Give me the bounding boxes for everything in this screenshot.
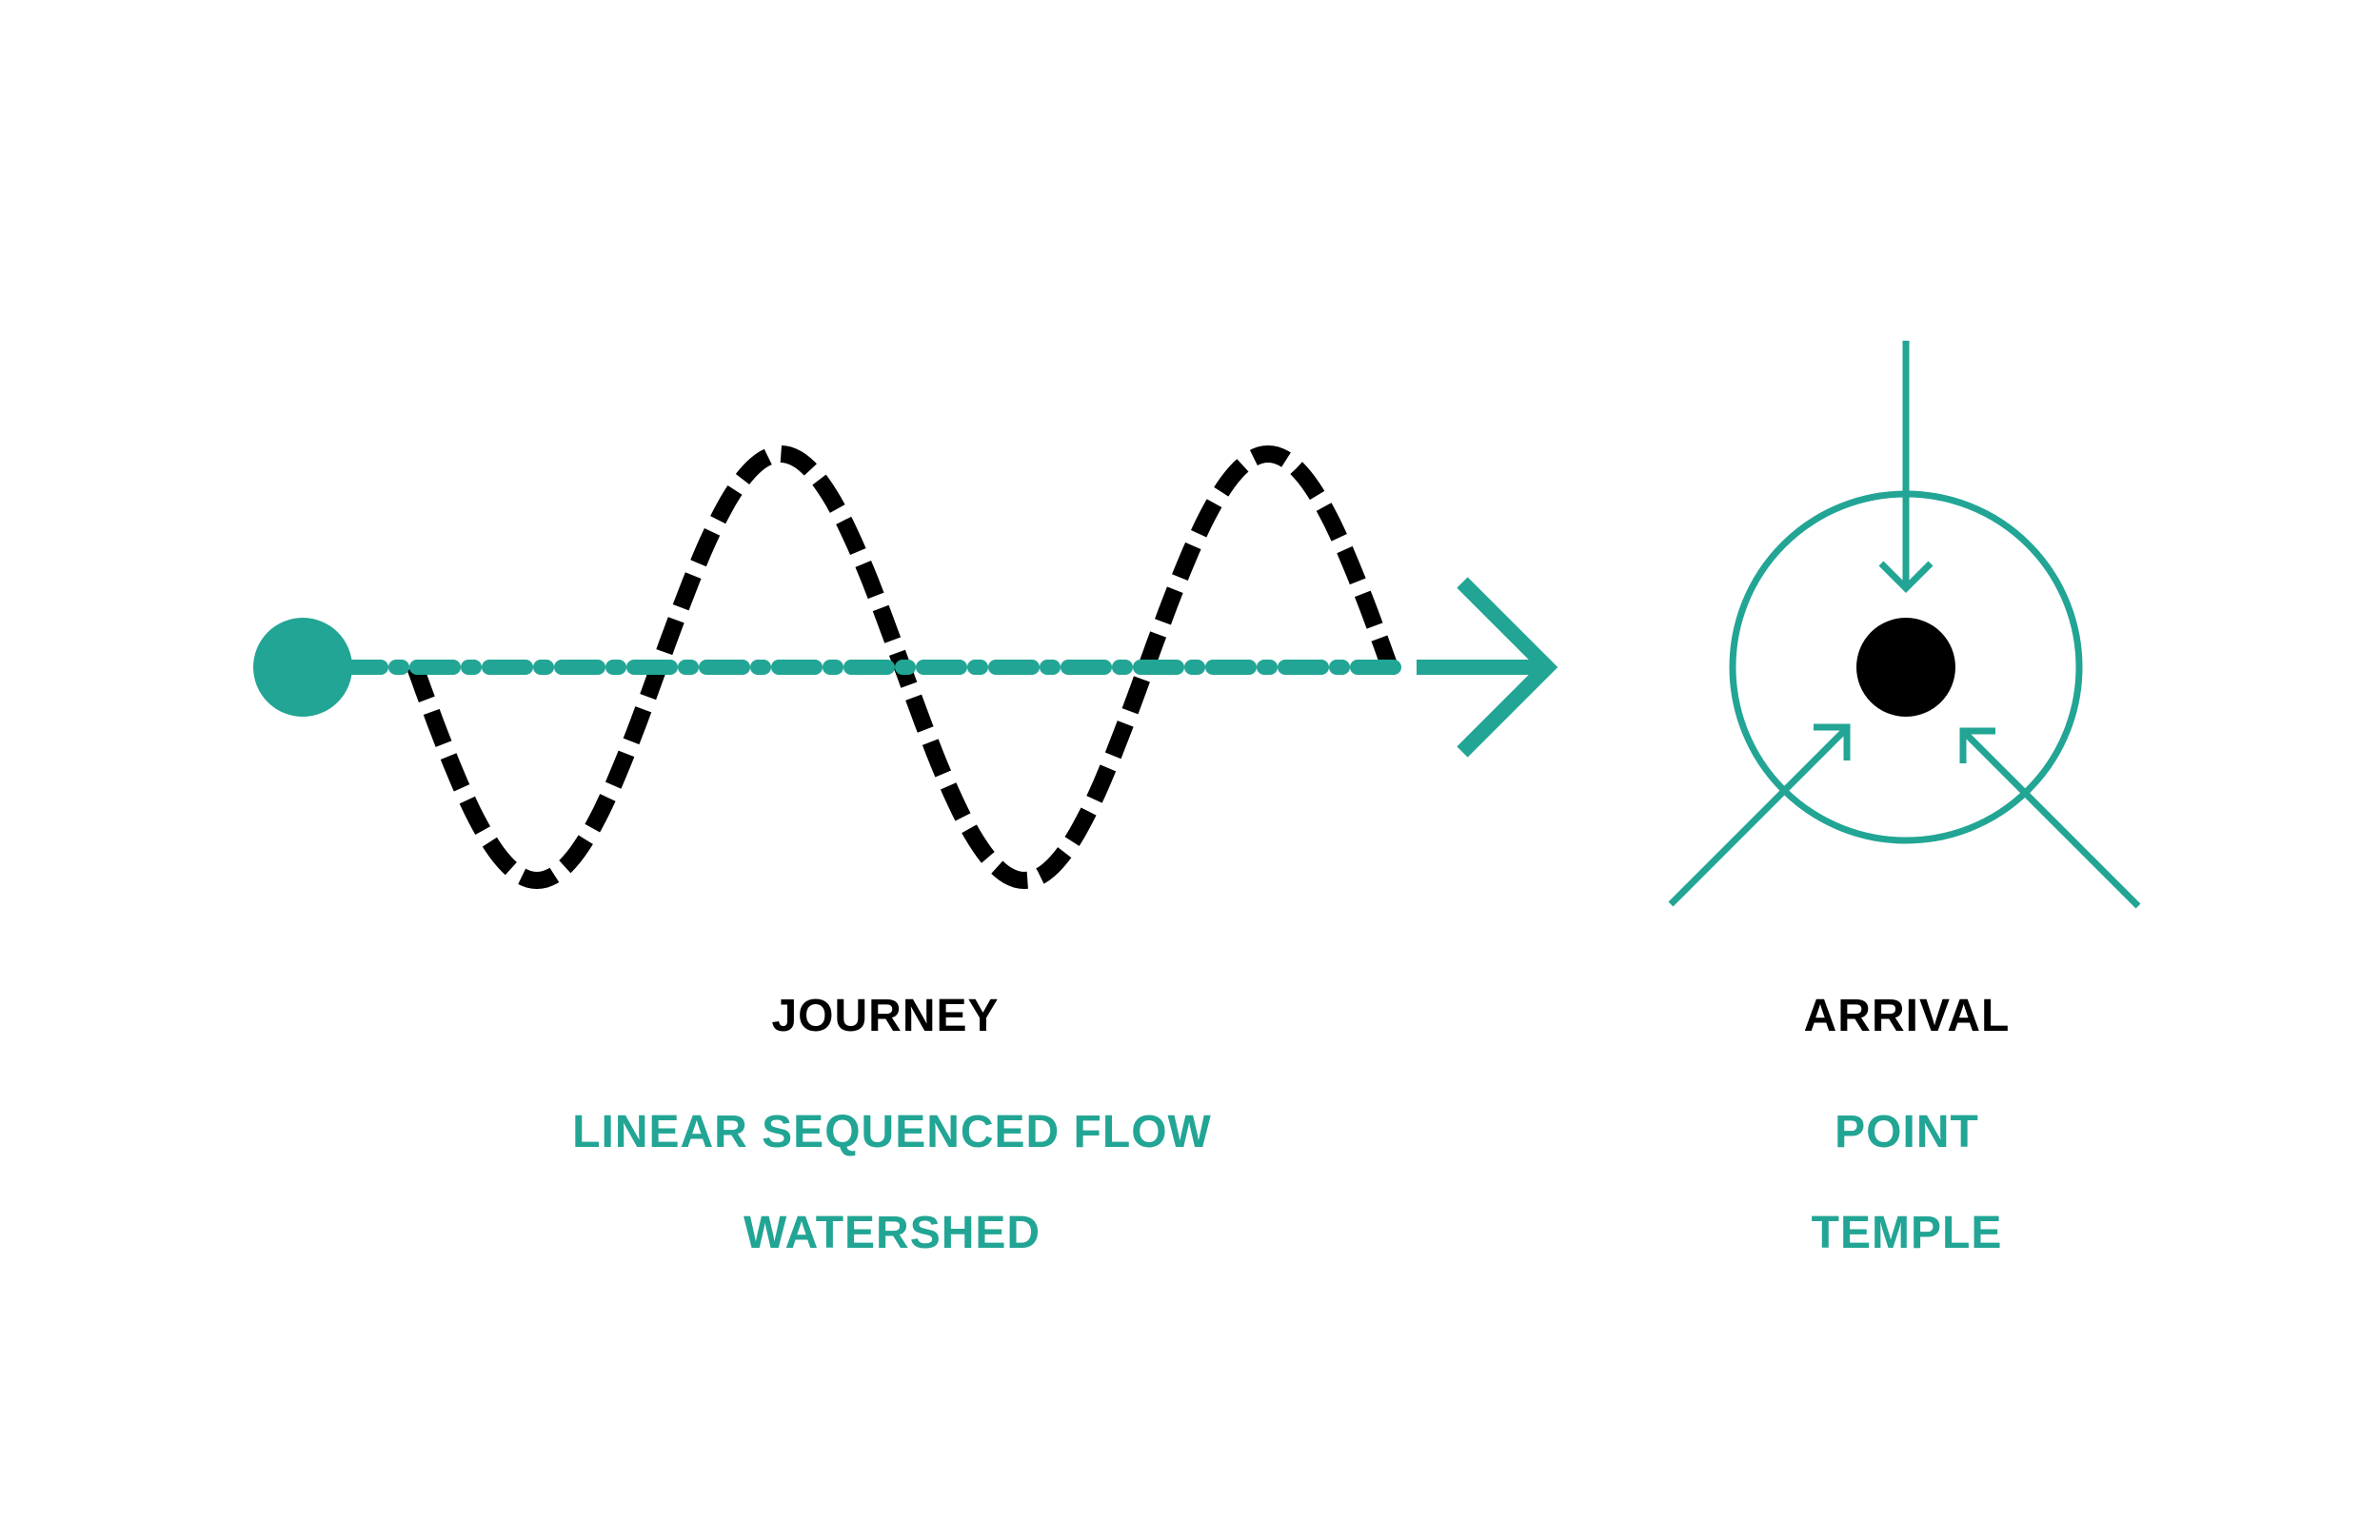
start-point-dot xyxy=(253,618,352,717)
flow-arrow-icon xyxy=(1417,577,1558,758)
arrow-up-left-icon xyxy=(1959,727,2141,909)
arrival-point-dot xyxy=(1856,618,1955,717)
arrival-line-1: POINT xyxy=(1835,1107,1979,1157)
arrival-figure xyxy=(1668,341,2141,909)
journey-line-2: WATERSHED xyxy=(744,1208,1041,1258)
journey-labels: JOURNEY LINEAR SEQUENCED FLOW WATERSHED xyxy=(572,991,1212,1258)
journey-heading: JOURNEY xyxy=(771,991,999,1041)
arrival-heading: ARRIVAL xyxy=(1804,991,2011,1041)
arrow-up-right-icon xyxy=(1668,723,1851,907)
journey-figure xyxy=(253,444,1558,890)
journey-line-1: LINEAR SEQUENCED FLOW xyxy=(572,1107,1212,1157)
arrow-down-icon xyxy=(1878,341,1934,593)
arrival-labels: ARRIVAL POINT TEMPLE xyxy=(1804,991,2011,1258)
arrival-line-2: TEMPLE xyxy=(1812,1208,2003,1258)
